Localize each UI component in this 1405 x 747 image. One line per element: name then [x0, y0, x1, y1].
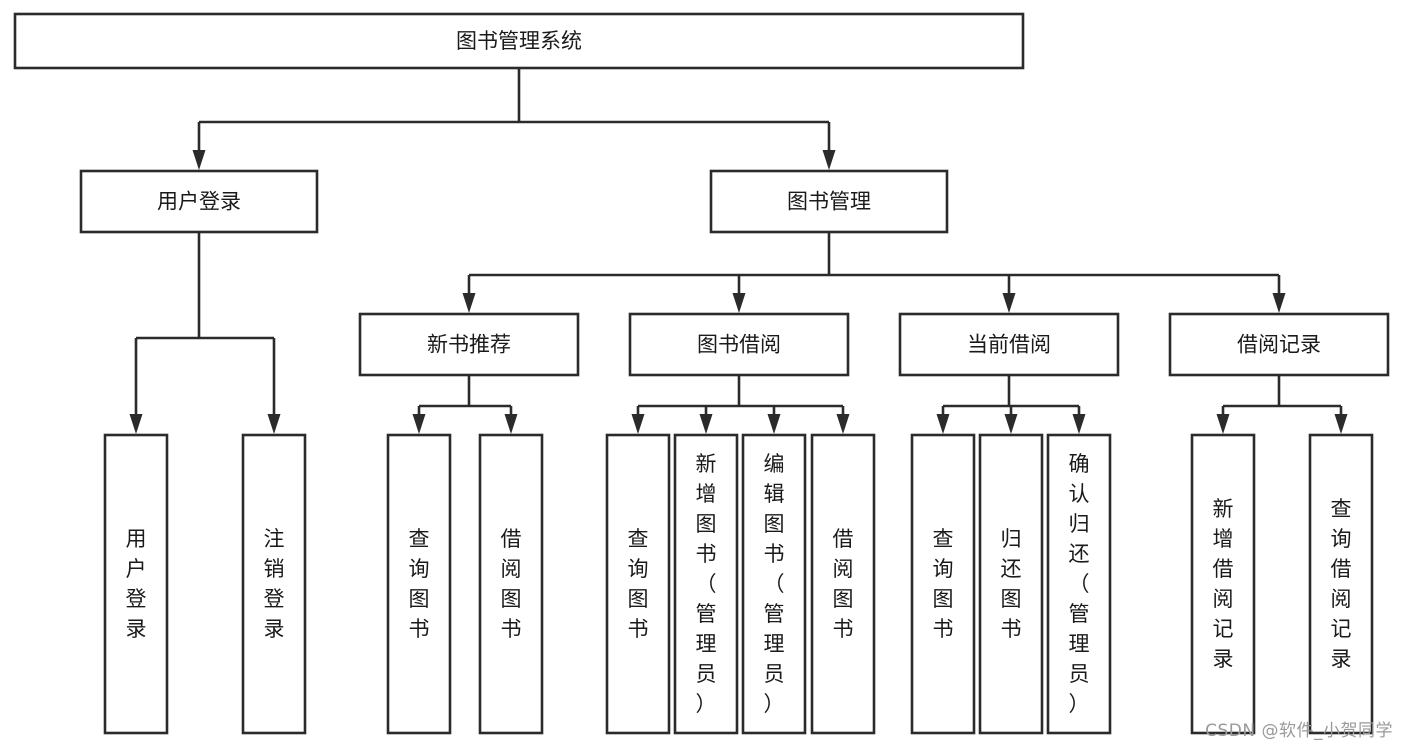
- node-box[interactable]: [709, 169, 949, 234]
- edge-group: [129, 232, 281, 434]
- node-label: 归还图书: [1001, 527, 1022, 641]
- node-label: 注销登录: [264, 527, 285, 641]
- node-leaf-rec-add-record[interactable]: 新增借阅记录: [1190, 433, 1256, 735]
- edge-group: [462, 232, 1286, 313]
- node-label: 图书借阅: [697, 333, 781, 357]
- node-leaf-user-logout[interactable]: 注销登录: [241, 433, 307, 735]
- node-leaf-cur-query-book[interactable]: 查询图书: [910, 433, 976, 735]
- node-box[interactable]: [605, 433, 671, 735]
- node-label: 编辑图书（管理员）: [764, 452, 785, 716]
- node-leaf-cur-confirm-return[interactable]: 确认归还（管理员）: [1046, 433, 1112, 735]
- node-leaf-borrow-borrow-book[interactable]: 借阅图书: [810, 433, 876, 735]
- node-box[interactable]: [910, 433, 976, 735]
- node-box[interactable]: [978, 433, 1044, 735]
- node-label: 新增图书（管理员）: [696, 452, 717, 716]
- node-box[interactable]: [103, 433, 169, 735]
- node-leaf-borrow-edit-book[interactable]: 编辑图书（管理员）: [741, 433, 807, 735]
- node-root[interactable]: 图书管理系统: [13, 12, 1025, 70]
- node-l3-current-borrow[interactable]: 当前借阅: [898, 312, 1120, 377]
- node-label: 借阅图书: [501, 527, 522, 641]
- node-box[interactable]: [741, 433, 807, 735]
- node-box[interactable]: [1168, 312, 1390, 377]
- node-box[interactable]: [13, 12, 1025, 70]
- node-box[interactable]: [898, 312, 1120, 377]
- node-label: 查询图书: [409, 527, 430, 641]
- node-leaf-rec-query-record[interactable]: 查询借阅记录: [1308, 433, 1374, 735]
- node-label: 当前借阅: [967, 333, 1051, 357]
- node-leaf-rec-borrow-book[interactable]: 借阅图书: [478, 433, 544, 735]
- node-label: 用户登录: [157, 190, 241, 214]
- node-box[interactable]: [628, 312, 850, 377]
- edge-group: [631, 375, 850, 434]
- node-label: 图书管理系统: [456, 29, 582, 53]
- edges-layer: [129, 68, 1348, 434]
- node-label: 用户登录: [126, 527, 147, 641]
- node-box[interactable]: [478, 433, 544, 735]
- node-box[interactable]: [1308, 433, 1374, 735]
- edge-group: [1216, 375, 1348, 434]
- node-box[interactable]: [810, 433, 876, 735]
- node-l3-borrow-record[interactable]: 借阅记录: [1168, 312, 1390, 377]
- node-label: 查询图书: [933, 527, 954, 641]
- node-label: 借阅记录: [1237, 333, 1321, 357]
- node-label: 确认归还（管理员）: [1069, 452, 1090, 716]
- node-box[interactable]: [358, 312, 580, 377]
- node-l2-book-manage[interactable]: 图书管理: [709, 169, 949, 234]
- node-label: 借阅图书: [833, 527, 854, 641]
- node-box[interactable]: [673, 433, 739, 735]
- node-leaf-user-login[interactable]: 用户登录: [103, 433, 169, 735]
- node-l3-new-book-rec[interactable]: 新书推荐: [358, 312, 580, 377]
- node-box[interactable]: [79, 169, 319, 234]
- node-leaf-cur-return-book[interactable]: 归还图书: [978, 433, 1044, 735]
- edge-group: [936, 375, 1086, 434]
- nodes-layer: 图书管理系统用户登录图书管理新书推荐图书借阅当前借阅借阅记录用户登录注销登录查询…: [13, 12, 1390, 735]
- node-leaf-borrow-add-book[interactable]: 新增图书（管理员）: [673, 433, 739, 735]
- node-box[interactable]: [1190, 433, 1256, 735]
- node-leaf-rec-query-book[interactable]: 查询图书: [386, 433, 452, 735]
- node-box[interactable]: [241, 433, 307, 735]
- node-label: 新书推荐: [427, 333, 511, 357]
- edge-group: [412, 375, 518, 434]
- node-label: 新增借阅记录: [1213, 497, 1234, 671]
- node-l2-user-login[interactable]: 用户登录: [79, 169, 319, 234]
- node-box[interactable]: [1046, 433, 1112, 735]
- node-l3-book-borrow[interactable]: 图书借阅: [628, 312, 850, 377]
- node-label: 图书管理: [787, 190, 871, 214]
- edge-group: [192, 68, 836, 170]
- node-leaf-borrow-query-book[interactable]: 查询图书: [605, 433, 671, 735]
- node-label: 查询图书: [628, 527, 649, 641]
- node-box[interactable]: [386, 433, 452, 735]
- node-label: 查询借阅记录: [1331, 497, 1352, 671]
